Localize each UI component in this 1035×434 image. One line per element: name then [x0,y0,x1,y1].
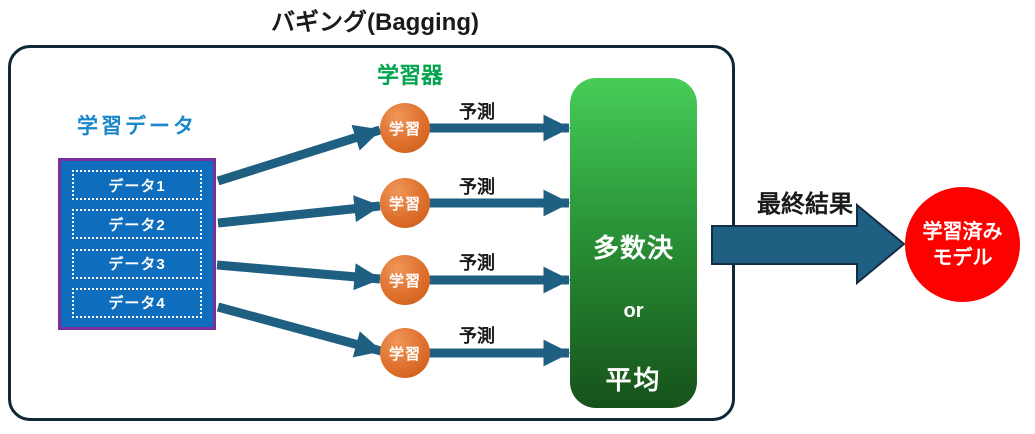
aggregator-majority-vote: 多数決 [592,233,674,263]
learner-label: 学習器 [376,63,443,88]
predict-label-2: 予測 [459,177,495,197]
final-model-line2: モデル [932,246,993,269]
data-item-2: データ2 [72,209,202,240]
final-model-line1: 学習済み [922,220,1003,243]
learner-node-3: 学習 [380,255,430,305]
final-result-label: 最終結果 [757,191,853,218]
diagram-title: バギング(Bagging) [271,9,479,36]
predict-label-1: 予測 [459,102,495,122]
learner-node-4: 学習 [380,328,430,378]
predict-label-3: 予測 [459,253,495,273]
data-item-3: データ3 [72,248,202,279]
learner-node-1: 学習 [380,103,430,153]
aggregator-or: or [623,300,644,322]
data-item-4: データ4 [72,287,202,318]
aggregator-box: 多数決 or 平均 [570,78,697,408]
aggregator-average: 平均 [605,365,662,395]
data-item-1: データ1 [72,170,202,200]
final-model-node: 学習済み モデル [905,187,1020,302]
learner-node-2: 学習 [380,178,430,228]
training-data-box: データ1 データ2 データ3 データ4 [58,158,216,330]
predict-label-4: 予測 [459,326,495,346]
training-data-label: 学習データ [77,115,197,138]
